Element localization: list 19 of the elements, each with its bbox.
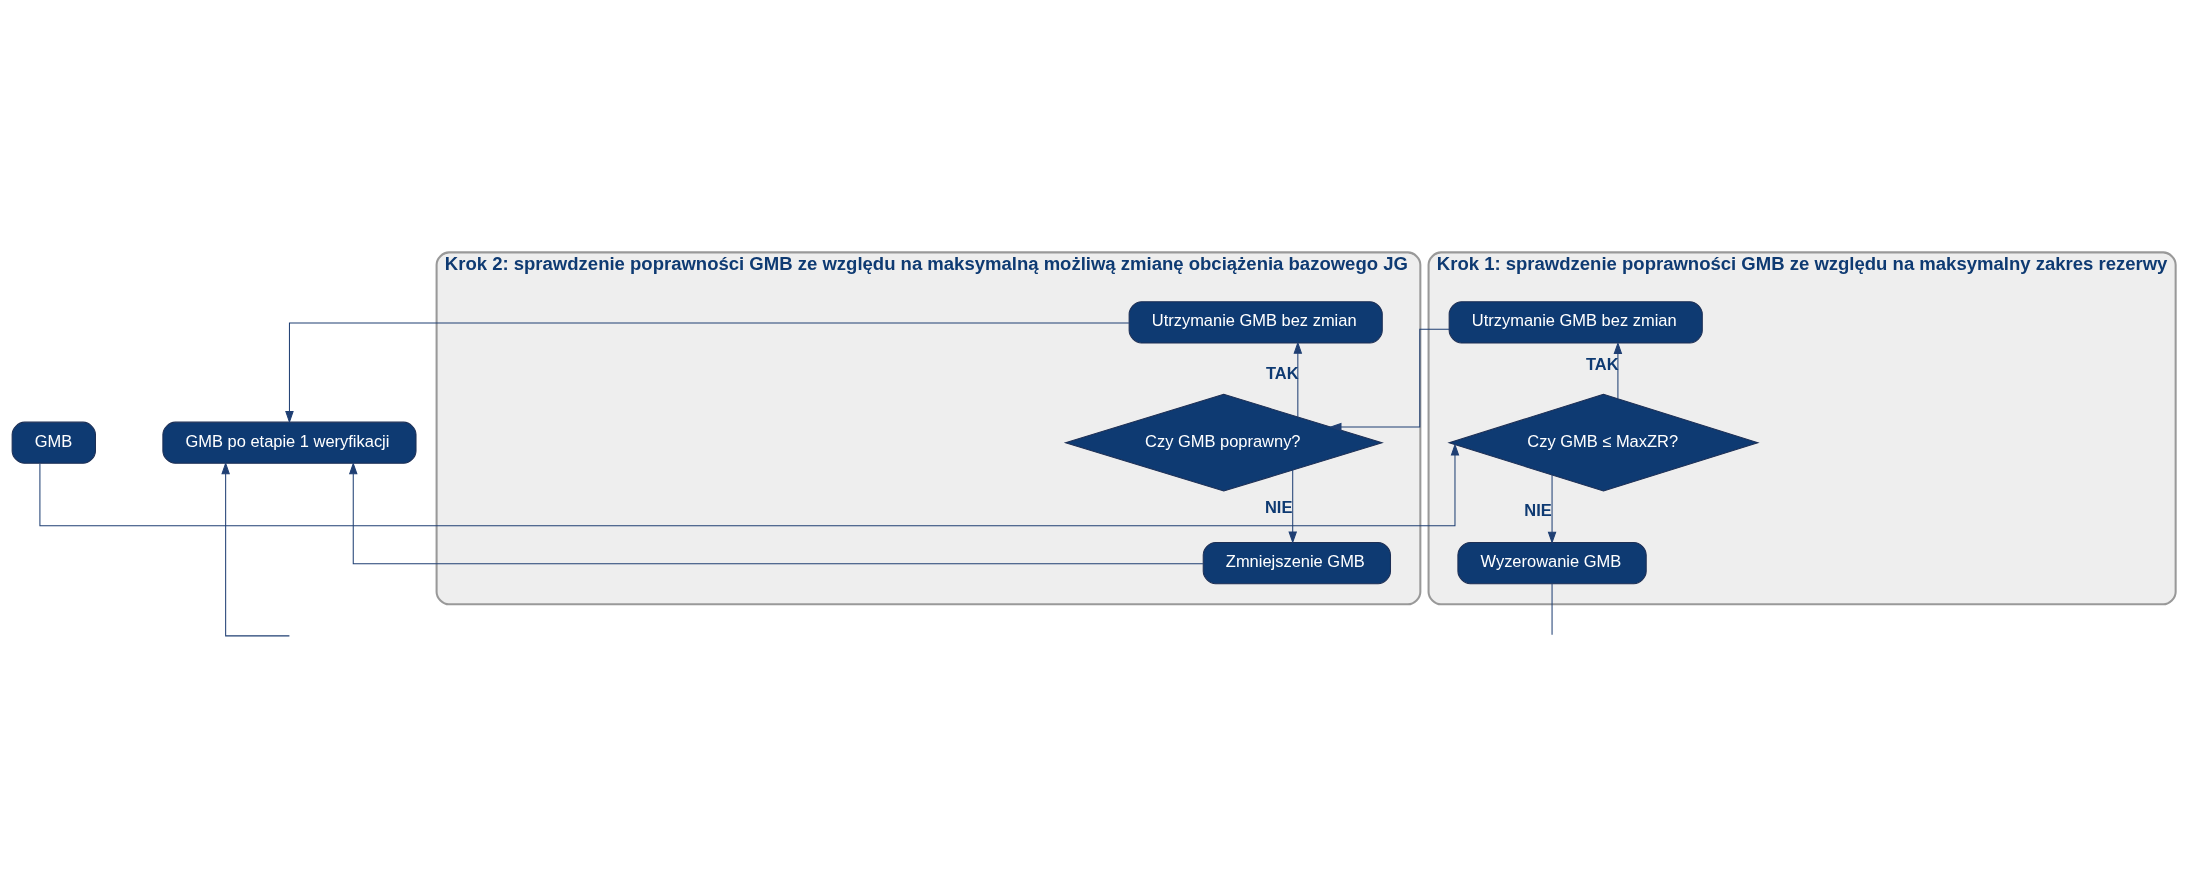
node-box: GMB xyxy=(11,421,96,464)
edge-label: NIE xyxy=(1524,500,1552,519)
arrow xyxy=(1613,341,1623,400)
arrow xyxy=(1329,328,1450,432)
node-box: Utrzymanie GMB bez zmian xyxy=(1448,301,1703,344)
arrow xyxy=(1293,341,1303,418)
node-box: Zmniejszenie GMB xyxy=(1202,542,1391,585)
arrow xyxy=(285,322,1130,424)
node-box: GMB po etapie 1 weryfikacji xyxy=(162,421,417,464)
arrow xyxy=(1547,474,1557,545)
arrow xyxy=(348,462,1204,565)
node-box: Utrzymanie GMB bez zmian xyxy=(1128,301,1383,344)
edge-label: NIE xyxy=(1264,498,1293,517)
node-diamond: Czy GMB poprawny? xyxy=(1063,393,1384,492)
arrow xyxy=(1288,469,1298,544)
node-box: Wyzerowanie GMB xyxy=(1457,542,1647,585)
arrow xyxy=(39,443,1460,527)
connector xyxy=(1551,583,1553,636)
arrow xyxy=(221,461,290,637)
